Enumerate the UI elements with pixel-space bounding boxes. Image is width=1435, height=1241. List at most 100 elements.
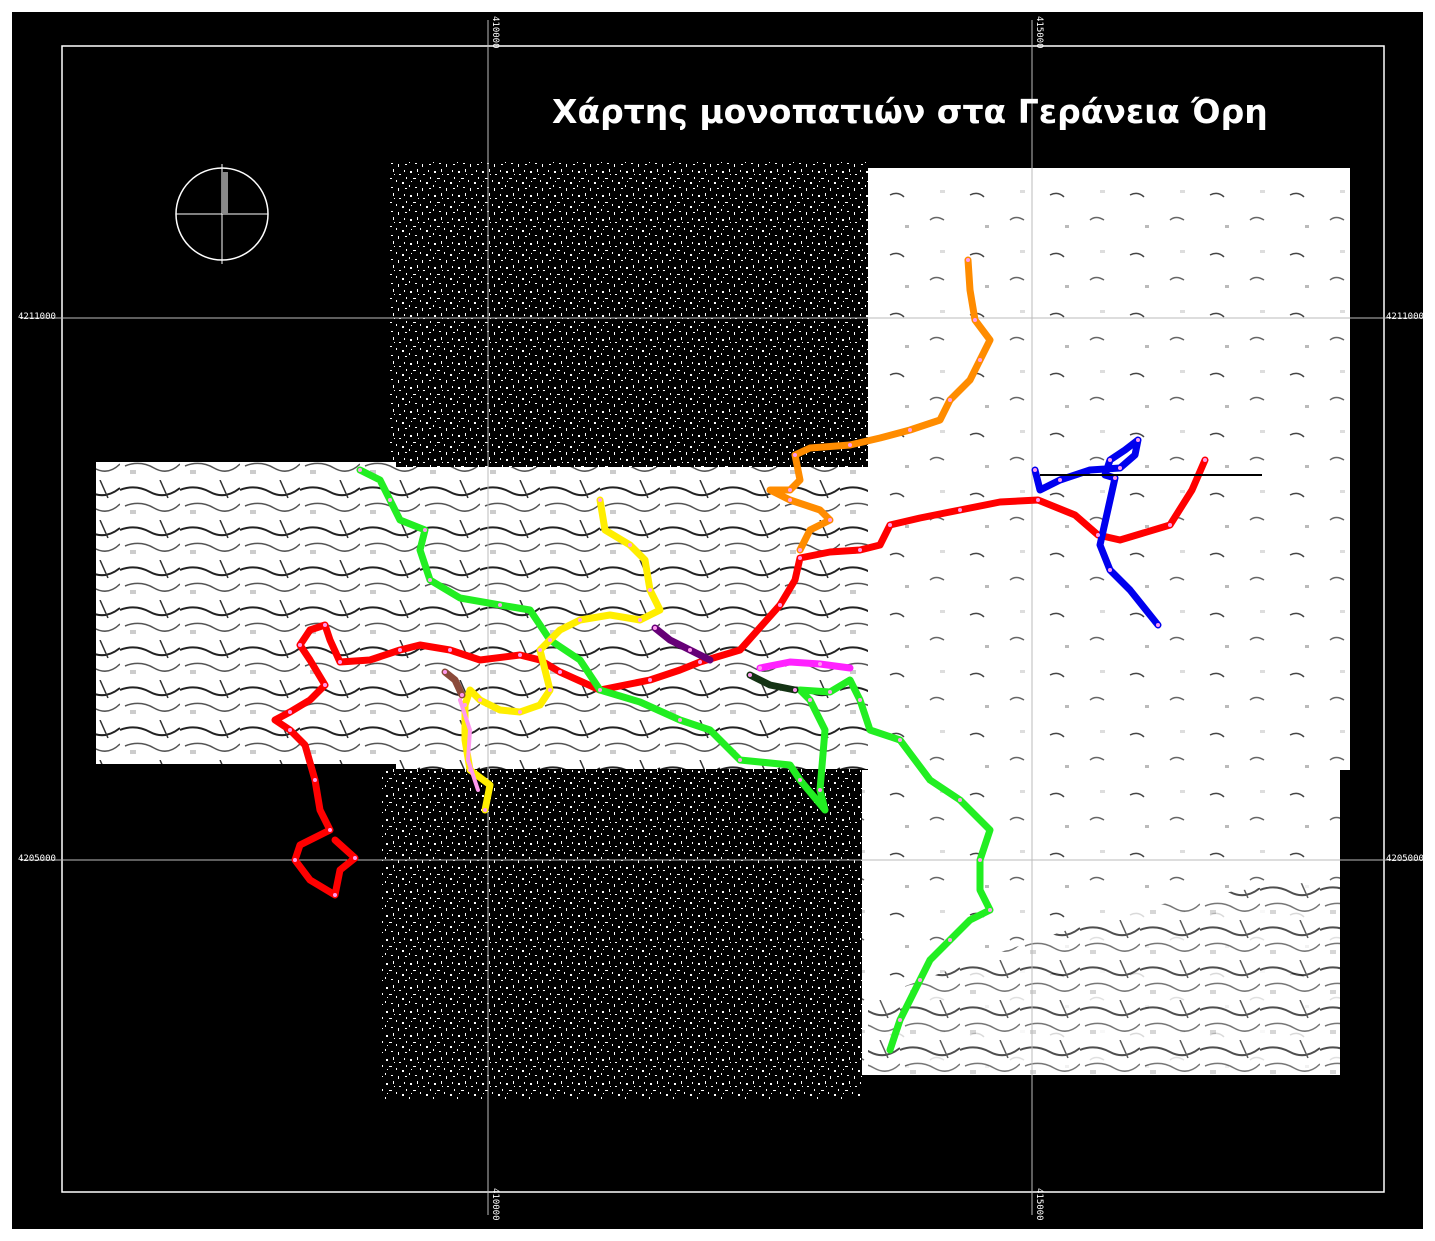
- ridge-shading: [868, 880, 1340, 1075]
- waypoint: [333, 893, 337, 897]
- waypoint: [338, 660, 342, 664]
- waypoint: [978, 858, 982, 862]
- tile-middle-left: [96, 462, 396, 764]
- waypoint: [1058, 478, 1062, 482]
- waypoint: [778, 603, 782, 607]
- waypoint: [463, 703, 467, 707]
- waypoint: [828, 518, 832, 522]
- waypoint: [958, 508, 962, 512]
- waypoint: [323, 683, 327, 687]
- waypoint: [966, 258, 970, 262]
- waypoint: [638, 618, 642, 622]
- waypoint: [798, 778, 802, 782]
- waypoint: [598, 688, 602, 692]
- waypoint: [898, 738, 902, 742]
- waypoint: [1036, 498, 1040, 502]
- trail-magenta: [756, 658, 854, 672]
- waypoint: [698, 660, 702, 664]
- waypoint: [818, 662, 822, 666]
- waypoints-purple: [653, 626, 692, 652]
- grid-label-x-415000-top: 415000: [1034, 16, 1044, 49]
- waypoint: [323, 623, 327, 627]
- waypoint: [958, 798, 962, 802]
- waypoint: [548, 638, 552, 642]
- waypoint: [1136, 438, 1140, 442]
- waypoint: [298, 643, 302, 647]
- waypoint: [888, 523, 892, 527]
- waypoint: [648, 678, 652, 682]
- waypoint: [478, 698, 482, 702]
- waypoint: [1033, 468, 1037, 472]
- waypoint: [538, 648, 542, 652]
- trail-dark-green: [746, 671, 799, 694]
- grid-label-x-410000-bottom: 410000: [490, 1188, 500, 1221]
- waypoint: [978, 358, 982, 362]
- waypoint: [518, 653, 522, 657]
- waypoint: [798, 548, 802, 552]
- grid-label-y-4205000-left: 4205000: [18, 854, 56, 864]
- waypoint: [948, 398, 952, 402]
- waypoint: [398, 648, 402, 652]
- waypoint: [653, 626, 657, 630]
- waypoint: [460, 693, 464, 697]
- waypoint: [948, 938, 952, 942]
- waypoint: [828, 690, 832, 694]
- waypoint: [748, 673, 752, 677]
- tile-top-middle: [390, 162, 868, 467]
- waypoint: [988, 908, 992, 912]
- waypoints-red: [288, 458, 1207, 897]
- trail-pink: [458, 698, 480, 792]
- waypoint: [358, 468, 362, 472]
- waypoint: [1113, 476, 1117, 480]
- waypoint: [548, 688, 552, 692]
- waypoints-orange: [788, 258, 982, 552]
- waypoint: [1156, 623, 1160, 627]
- waypoint: [483, 808, 487, 812]
- waypoint: [798, 556, 802, 560]
- tile-bottom-middle: [382, 769, 862, 1099]
- waypoint: [353, 856, 357, 860]
- trail-green-main: [356, 466, 994, 1054]
- waypoint: [458, 698, 462, 702]
- waypoint: [793, 453, 797, 457]
- waypoint: [518, 710, 522, 714]
- grid: [20, 20, 1423, 1215]
- raster-tiles: [96, 162, 1350, 1099]
- waypoints-dark-green: [748, 673, 797, 692]
- tile-top-right: [868, 168, 1350, 470]
- waypoint: [648, 588, 652, 592]
- waypoint: [758, 666, 762, 670]
- waypoint: [738, 758, 742, 762]
- waypoint: [788, 488, 792, 492]
- trail-purple: [651, 624, 714, 664]
- waypoint: [1108, 568, 1112, 572]
- map-canvas[interactable]: [12, 12, 1423, 1229]
- waypoint: [293, 858, 297, 862]
- waypoint: [918, 978, 922, 982]
- waypoints-green: [358, 468, 992, 1022]
- waypoint: [466, 758, 470, 762]
- waypoint: [808, 698, 812, 702]
- waypoint: [848, 443, 852, 447]
- waypoint: [1168, 523, 1172, 527]
- grid-label-x-410000-top: 410000: [490, 16, 500, 49]
- map-frame: 410000 415000 410000 415000 4211000 4211…: [12, 12, 1424, 1229]
- waypoint: [793, 688, 797, 692]
- hill-shading: [440, 478, 860, 760]
- trail-red-main: [271, 456, 1209, 899]
- waypoint: [578, 618, 582, 622]
- waypoint: [628, 543, 632, 547]
- waypoint: [1096, 533, 1100, 537]
- waypoint: [598, 498, 602, 502]
- trails[interactable]: [271, 256, 1209, 1054]
- waypoint: [498, 603, 502, 607]
- waypoint: [973, 318, 977, 322]
- waypoint: [908, 428, 912, 432]
- waypoint: [1118, 466, 1122, 470]
- waypoints-brown: [443, 670, 464, 697]
- waypoints-pink: [458, 698, 470, 762]
- north-arrow-icon: [175, 164, 269, 264]
- waypoint: [288, 728, 292, 732]
- waypoints-magenta: [758, 662, 822, 670]
